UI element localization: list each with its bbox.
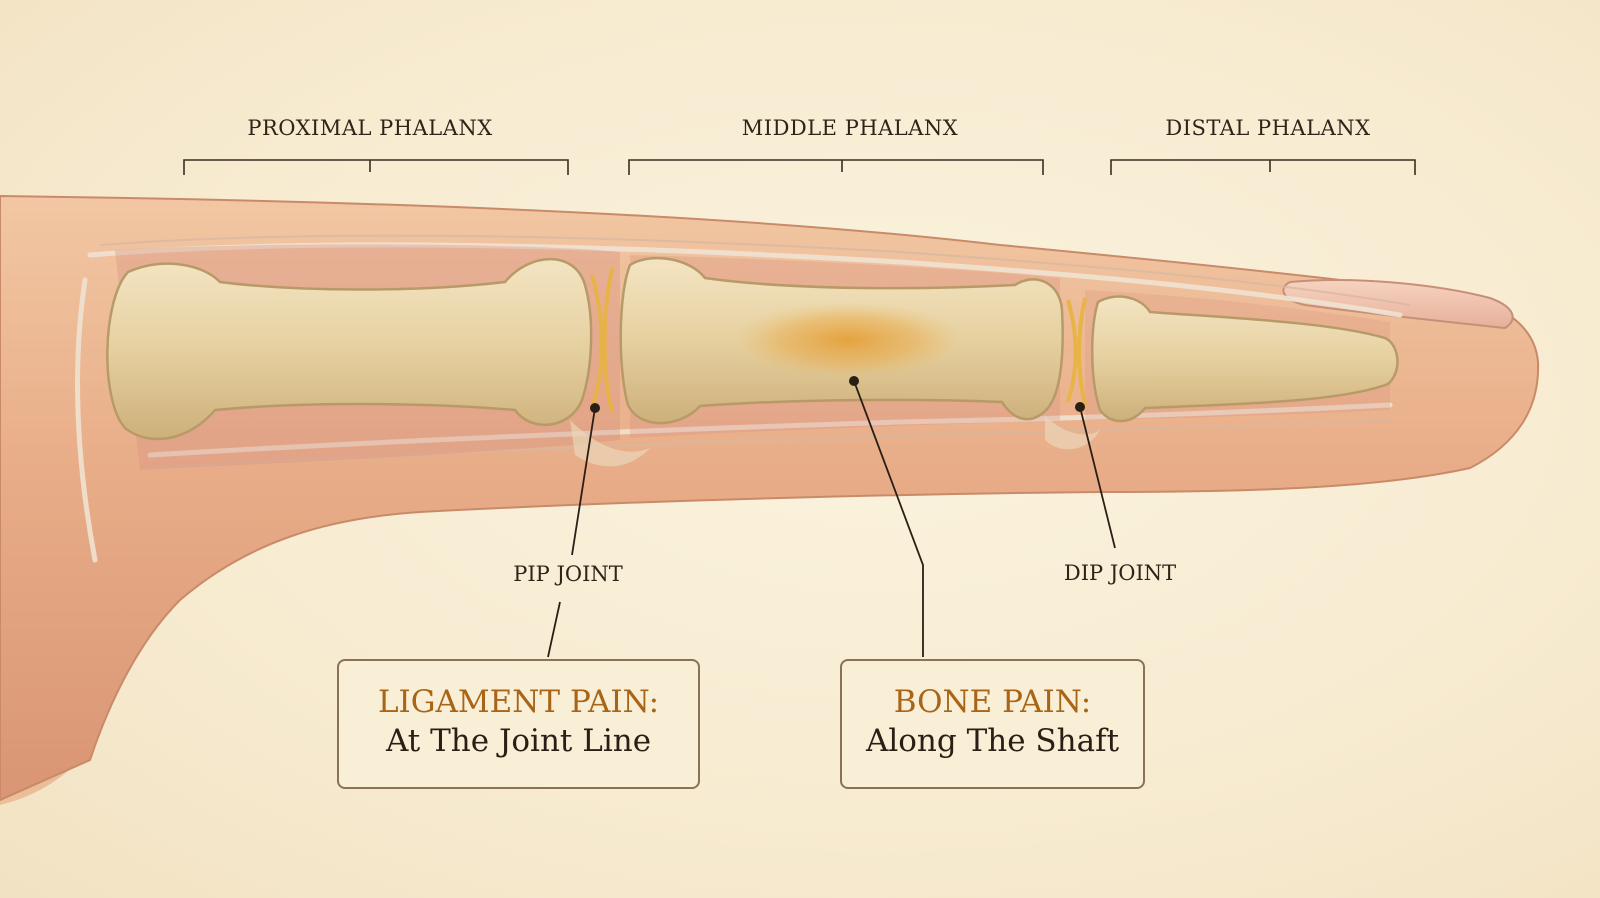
ligament-pain-callout: LIGAMENT PAIN: At The Joint Line bbox=[337, 659, 700, 789]
distal-phalanx-bone bbox=[1090, 295, 1399, 423]
fingernail bbox=[1282, 279, 1514, 330]
label-dip-joint: DIP JOINT bbox=[1063, 561, 1177, 585]
tendon-lines bbox=[75, 242, 1403, 563]
label-middle-phalanx: MIDDLE PHALANX bbox=[741, 116, 959, 140]
label-pip-joint: PIP JOINT bbox=[513, 562, 623, 586]
label-proximal-phalanx: PROXIMAL PHALANX bbox=[247, 116, 493, 140]
bone-pain-detail: Along The Shaft bbox=[865, 723, 1120, 759]
bone-pain-callout: BONE PAIN: Along The Shaft bbox=[840, 659, 1145, 789]
segment-brackets bbox=[183, 159, 1416, 175]
pip-marker-dot bbox=[590, 403, 600, 413]
shaft-marker-dot bbox=[849, 376, 859, 386]
ligament-pain-detail: At The Joint Line bbox=[385, 723, 652, 759]
joint-cartilage bbox=[590, 267, 1087, 413]
leader-lines bbox=[547, 380, 1116, 658]
bone-pain-heading: BONE PAIN: bbox=[893, 684, 1092, 720]
bone-pain-area bbox=[733, 302, 963, 378]
dip-marker-dot bbox=[1075, 402, 1085, 412]
ligament-pain-heading: LIGAMENT PAIN: bbox=[377, 684, 660, 720]
label-distal-phalanx: DISTAL PHALANX bbox=[1165, 116, 1371, 140]
proximal-phalanx-bone bbox=[106, 258, 593, 441]
